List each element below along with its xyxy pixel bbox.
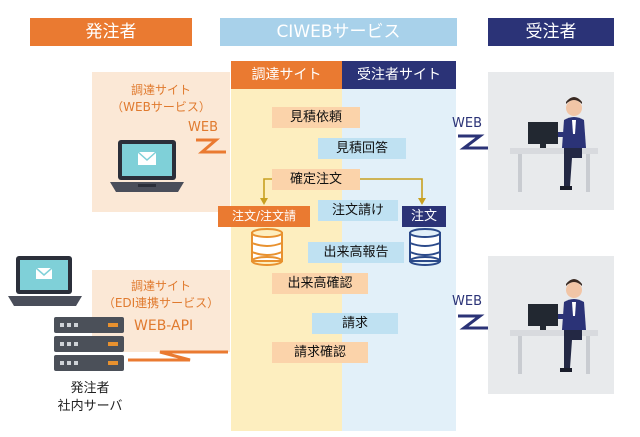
server-caption-line1: 発注者 xyxy=(70,381,110,396)
receiver-site-column-header: 受注者サイト xyxy=(342,61,456,89)
web-site-label: 調達サイト （WEBサービス） xyxy=(92,82,230,116)
server-caption: 発注者 社内サーバ xyxy=(40,380,140,416)
lightning-icon xyxy=(128,350,228,362)
web-site-label-line1: 調達サイト xyxy=(130,83,191,97)
lightning-icon xyxy=(458,134,492,150)
step-progress-report: 出来高報告 xyxy=(308,242,404,263)
step-invoice: 請求 xyxy=(312,313,398,334)
worker-at-desk-icon xyxy=(510,279,598,374)
step-order-accept: 注文請け xyxy=(318,200,398,221)
laptop-icon xyxy=(110,140,184,192)
edi-site-label-line2: （EDI連携サービス） xyxy=(102,296,220,310)
worker-at-desk-icon xyxy=(510,97,598,192)
step-estimate-reply: 見積回答 xyxy=(318,138,406,159)
database-icon xyxy=(251,228,283,266)
web-connection-label-left: WEB xyxy=(188,120,218,135)
header-orderer: 発注者 xyxy=(30,18,192,46)
laptop-icon xyxy=(8,256,82,306)
server-icon xyxy=(54,317,124,371)
web-api-connection-label: WEB-API xyxy=(134,318,194,334)
procurement-column-header: 調達サイト xyxy=(231,61,342,89)
step-estimate-request: 見積依頼 xyxy=(272,107,360,128)
step-order-right: 注文 xyxy=(402,206,446,227)
branch-arrow-right xyxy=(360,178,423,200)
web-site-label-line2: （WEBサービス） xyxy=(111,100,211,114)
step-progress-confirm: 出来高確認 xyxy=(272,273,368,294)
lightning-icon xyxy=(196,138,226,154)
step-invoice-confirm: 請求確認 xyxy=(272,342,368,363)
web-connection-label-right-bottom: WEB xyxy=(452,294,482,309)
header-receiver: 受注者 xyxy=(488,18,614,46)
lightning-icon xyxy=(458,314,492,330)
step-order-left: 注文/注文請 xyxy=(218,206,310,227)
edi-site-label-line1: 調達サイト xyxy=(130,279,191,293)
edi-site-label: 調達サイト （EDI連携サービス） xyxy=(92,278,230,312)
branch-arrow-left xyxy=(263,178,272,200)
server-caption-line2: 社内サーバ xyxy=(57,399,123,414)
step-confirmed-order: 確定注文 xyxy=(272,169,360,190)
web-connection-label-right-top: WEB xyxy=(452,116,482,131)
header-ciweb-service: CIWEBサービス xyxy=(220,18,457,46)
database-icon xyxy=(409,228,441,266)
